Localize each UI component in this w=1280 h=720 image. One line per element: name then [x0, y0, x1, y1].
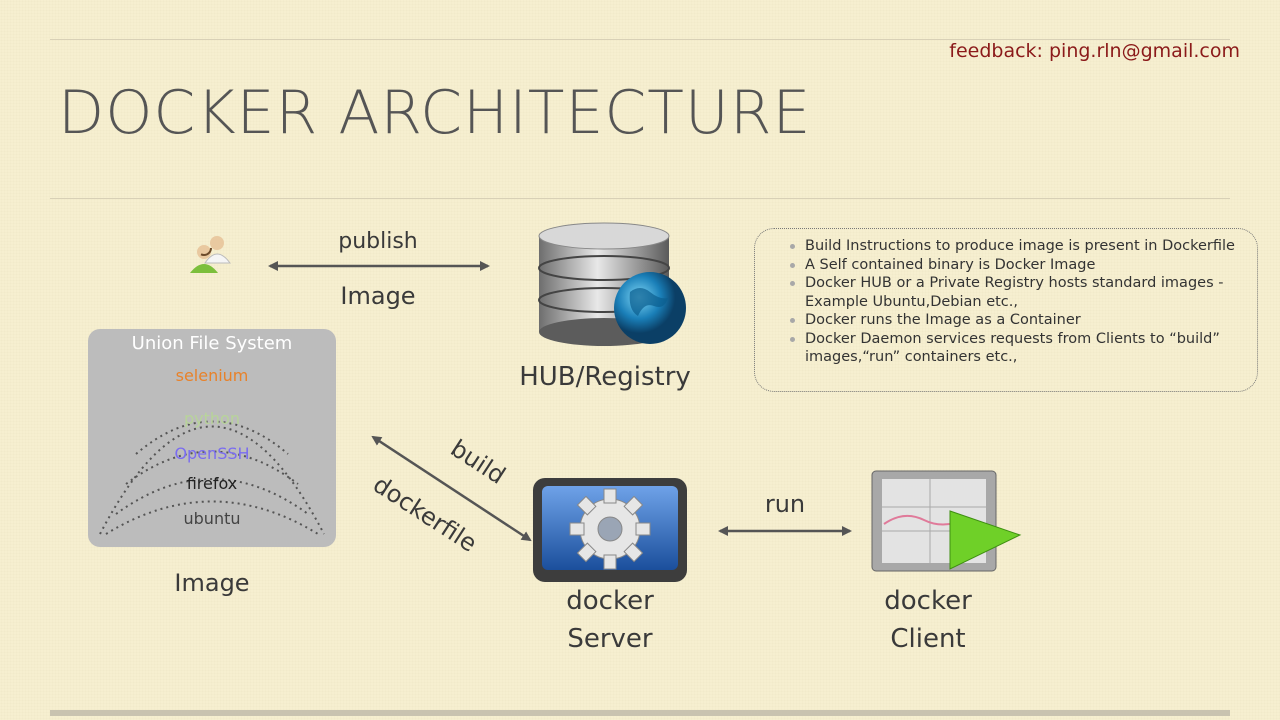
note-item: A Self contained binary is Docker Image: [790, 256, 1245, 275]
run-label: run: [764, 490, 806, 518]
note-item: Build Instructions to produce image is p…: [790, 237, 1245, 256]
ufs-title: Union File System: [131, 333, 293, 354]
hub-registry-label: HUB/Registry: [519, 362, 691, 392]
union-file-system-box: Union File System selenium python OpenSS…: [88, 329, 336, 547]
client-label-line1: docker: [884, 586, 972, 616]
layer-arcs: [99, 420, 325, 535]
layer-ubuntu: ubuntu: [183, 509, 241, 528]
build-arrow: [371, 435, 532, 542]
image-label: Image: [174, 569, 250, 597]
feedback-text: feedback: ping.rln@gmail.com: [949, 40, 1240, 62]
gear-icon: [533, 478, 687, 582]
server-label-line2: Server: [567, 624, 653, 654]
publish-image-label: Image: [340, 282, 416, 310]
publish-label: publish: [338, 229, 418, 254]
title-rule: [50, 198, 1230, 199]
page-title: DOCKER ARCHITECTURE: [58, 78, 812, 148]
note-item: Docker runs the Image as a Container: [790, 311, 1245, 330]
note-item: Docker HUB or a Private Registry hosts s…: [790, 274, 1245, 311]
database-globe-icon: [538, 222, 686, 346]
layer-firefox: firefox: [186, 474, 238, 493]
note-item: Docker Daemon services requests from Cli…: [790, 330, 1245, 367]
layer-openssh: OpenSSH: [174, 444, 250, 463]
top-rule: [50, 39, 1230, 40]
client-label-line2: Client: [890, 624, 966, 654]
layer-python: python: [184, 409, 240, 428]
users-icon: [190, 236, 231, 273]
bottom-rule: [50, 710, 1230, 716]
notes-box: Build Instructions to produce image is p…: [754, 228, 1258, 392]
monitor-play-icon: [871, 470, 1022, 572]
server-label-line1: docker: [566, 586, 654, 616]
layer-selenium: selenium: [175, 366, 249, 385]
